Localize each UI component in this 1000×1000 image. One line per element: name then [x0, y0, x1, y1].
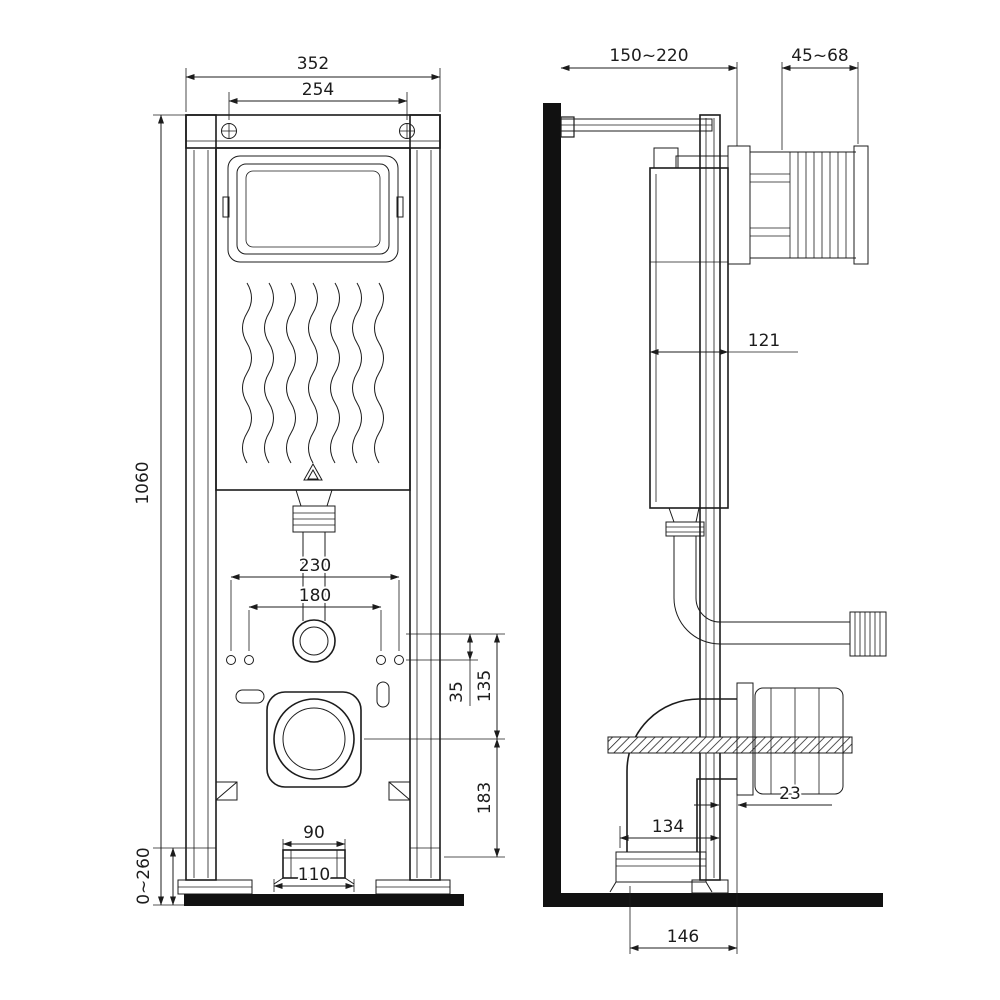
dim-wall-to-front-label: 150~220: [609, 46, 688, 66]
dim-outlet-elbow-depth-label: 134: [652, 817, 684, 837]
access-tab-left: [222, 196, 230, 218]
dim-outlet-elbow-depth: 134: [619, 815, 720, 848]
outlet-plate: [266, 691, 362, 788]
dim-cistern-depth-label: 121: [748, 331, 780, 351]
top-fixing-bolt-left: [221, 123, 237, 139]
dim-fixings-to-outlet: 135: [364, 633, 505, 858]
front-dimensions: 352 254 1060 0~260 230: [131, 52, 505, 907]
slot-right: [376, 681, 390, 708]
flush-elbow-outer: [673, 597, 850, 645]
cistern-profile: [649, 167, 729, 509]
dim-support-width: 90: [282, 821, 346, 850]
lower-bracket-left: [215, 781, 238, 801]
dim-fixing-rows-gap: 35: [445, 633, 474, 706]
dim-overall-height-label: 1060: [133, 461, 153, 504]
dim-fixing-spacing-inner: 180: [248, 584, 382, 651]
wall-anchor: [560, 116, 575, 138]
dim-fixing-spacing-outer-label: 230: [299, 556, 331, 576]
drain-socket: [615, 851, 707, 883]
access-opening-outer: [227, 155, 399, 263]
valve-flange: [665, 521, 705, 537]
dim-foot-adjustment-label: 0~260: [134, 847, 154, 905]
elbow-outer-wall: [626, 698, 737, 852]
outlet-ring-outer: [273, 698, 355, 780]
dim-support-base-width-label: 110: [298, 865, 330, 885]
rail-profile: [699, 114, 721, 881]
side-view: 150~220 45~68 121 23 134: [543, 44, 887, 954]
cistern: [215, 147, 411, 491]
cistern-side: [649, 147, 729, 509]
dim-actuator-adjustment: 45~68: [781, 44, 859, 150]
dim-overall-width: 352: [185, 52, 441, 112]
threaded-rod: [607, 736, 853, 754]
outlet-assembly: [266, 691, 362, 788]
dim-frame-to-flange-gap: 23: [694, 782, 832, 809]
frame-side: [560, 114, 729, 894]
frame: [177, 114, 451, 895]
inlet-connection-inner: [299, 626, 329, 656]
mounting-plate: [736, 682, 754, 796]
recycling-mark-icon: [303, 462, 323, 481]
flush-elbow-inner: [695, 597, 850, 623]
slot-left: [235, 689, 265, 704]
dim-actuator-adjustment-label: 45~68: [791, 46, 849, 66]
access-opening-mid: [236, 163, 390, 255]
fill-valve-cap: [653, 147, 679, 169]
flush-connector: [849, 611, 887, 657]
fixing-holes: [226, 655, 404, 708]
actuator-bracket: [727, 145, 751, 265]
front-view: 352 254 1060 0~260 230: [131, 52, 505, 907]
dim-fixings-to-outlet-label: 135: [475, 670, 495, 702]
dim-outlet-to-base: 183: [473, 738, 501, 858]
dim-top-fixing-spacing: 254: [228, 78, 408, 120]
outlet-elbow: [609, 698, 737, 893]
left-rail: [185, 114, 217, 881]
floor-line-front: [184, 894, 464, 906]
lower-bracket-right: [388, 781, 411, 801]
foot-plate-side: [691, 879, 729, 894]
dim-wall-to-front: 150~220: [560, 44, 738, 146]
mounting-boss: [754, 687, 844, 795]
flush-pipe: [292, 489, 336, 663]
adjustment-sleeve: [789, 152, 847, 258]
dim-fixing-spacing-inner-label: 180: [299, 586, 331, 606]
dim-drain-to-flange-label: 146: [667, 927, 699, 947]
dim-foot-adjustment: 0~260: [132, 845, 177, 907]
access-opening-inner: [245, 170, 381, 248]
dim-fixing-spacing-outer: 230: [230, 554, 400, 651]
wall-section: [543, 103, 561, 907]
right-rail: [409, 114, 441, 881]
top-fixing-bolt-right: [399, 123, 415, 139]
dim-outlet-to-base-label: 183: [475, 782, 495, 814]
side-dimensions: 150~220 45~68 121 23 134: [560, 44, 859, 954]
dim-frame-to-flange-gap-label: 23: [779, 784, 801, 804]
insulation-waves: [242, 282, 384, 464]
outlet-ring-inner: [282, 707, 346, 771]
elbow-inner-wall: [696, 778, 737, 852]
inlet-connection-outer: [292, 619, 336, 663]
pan-support: [282, 849, 346, 879]
dim-support-width-label: 90: [303, 823, 325, 843]
access-tab-right: [396, 196, 404, 218]
cistern-body: [215, 147, 411, 491]
flush-pipe-side: [665, 507, 887, 657]
pan-fixing: [607, 682, 853, 954]
dim-cistern-depth: 121: [649, 329, 798, 356]
dim-fixing-rows-gap-label: 35: [447, 681, 467, 703]
floor-line-side: [543, 893, 883, 907]
dim-top-fixing-spacing-label: 254: [302, 80, 334, 100]
actuator-assembly: [727, 145, 869, 265]
dim-overall-height: 1060: [131, 114, 186, 906]
dim-drain-to-flange: 146: [629, 886, 738, 954]
actuator-end-plate: [853, 145, 869, 265]
top-crossbar: [185, 114, 441, 149]
dim-overall-width-label: 352: [297, 54, 329, 74]
dim-support-base-width: 110: [273, 863, 355, 892]
